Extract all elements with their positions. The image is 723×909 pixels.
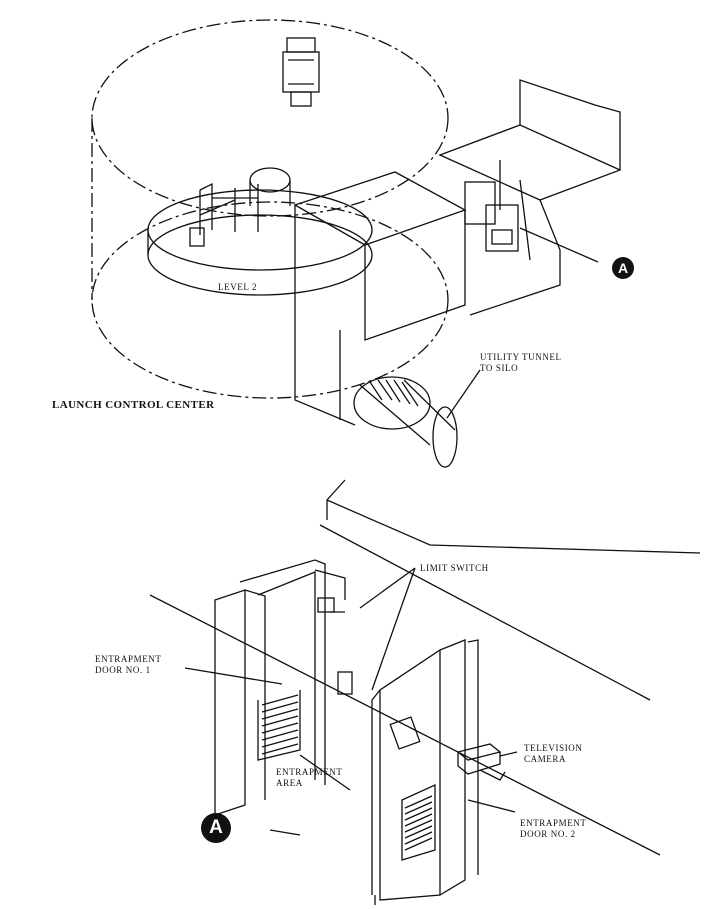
ceiling-outline — [326, 479, 701, 554]
leader-a-top — [519, 227, 599, 263]
vestibule-block — [293, 171, 467, 426]
label-limit-switch: LIMIT SWITCH — [420, 563, 489, 573]
entrapment-door-1-frame — [214, 559, 351, 816]
label-utility-tunnel: UTILITY TUNNEL TO SILO — [480, 352, 562, 373]
label-entrapment-area: ENTRAPMENT AREA — [276, 767, 343, 788]
shock-isolator — [282, 37, 320, 107]
label-entrapment-door-2: ENTRAPMENT DOOR NO. 2 — [520, 818, 587, 839]
blast-door-area — [438, 79, 622, 316]
label-launch-control-center: LAUNCH CONTROL CENTER — [52, 399, 215, 411]
utility-tunnel — [353, 376, 458, 468]
detail-callout-a-top: A — [612, 257, 634, 279]
label-television-camera: TELEVISION CAMERA — [524, 743, 583, 764]
capsule-top-outline — [91, 19, 449, 217]
detail-callout-a-bottom: A — [201, 813, 231, 843]
capsule-bottom-outline — [91, 201, 449, 399]
entrapment-door-2 — [371, 639, 479, 901]
label-level-2: LEVEL 2 — [218, 282, 258, 292]
label-entrapment-door-1: ENTRAPMENT DOOR NO. 1 — [95, 654, 162, 675]
television-camera — [456, 743, 506, 781]
leader-utility-tunnel — [446, 369, 481, 419]
